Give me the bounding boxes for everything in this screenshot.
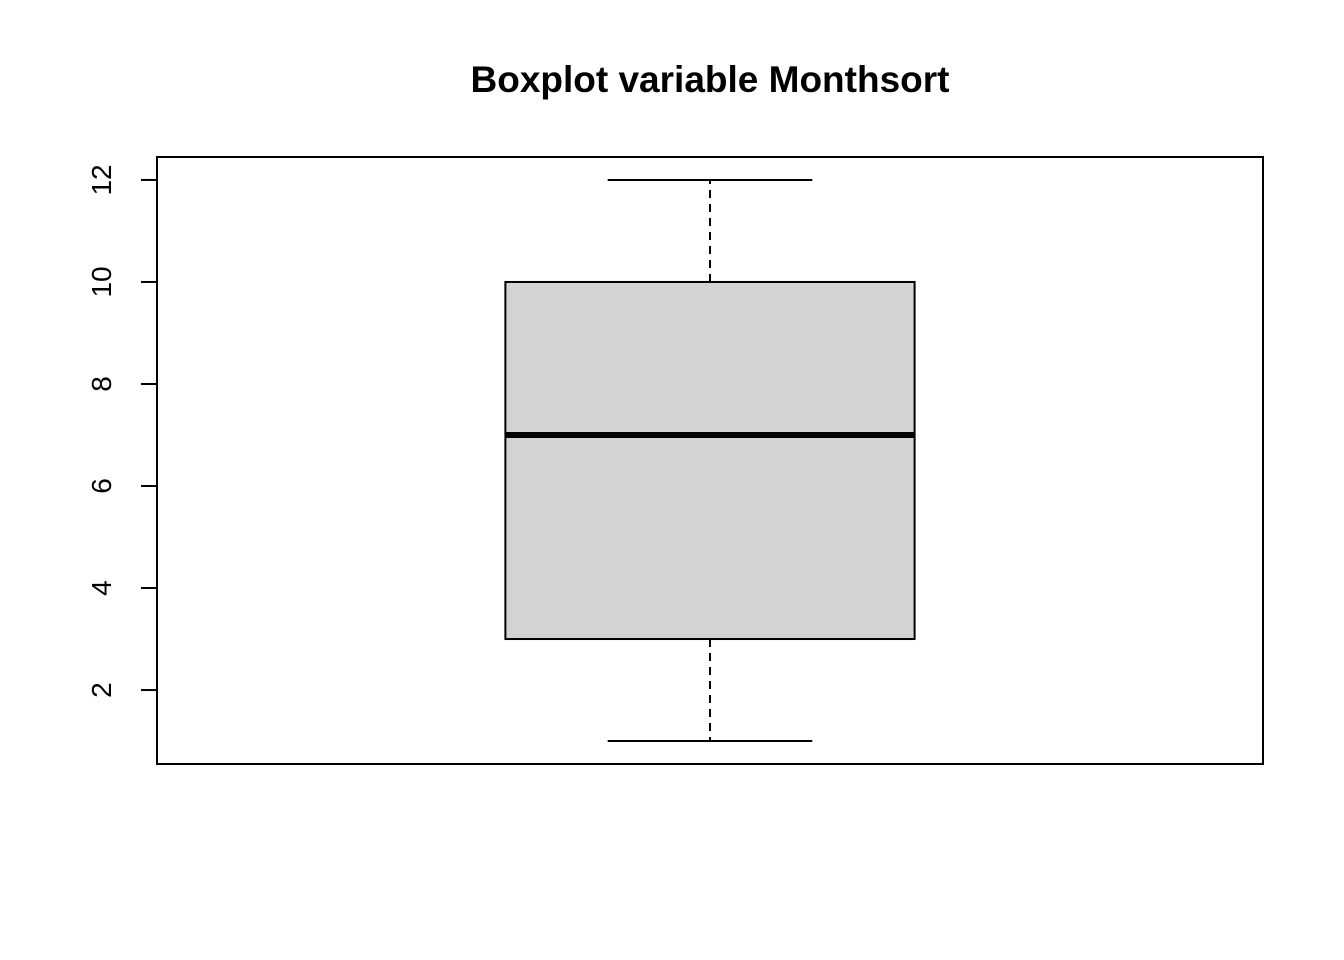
chart-title: Boxplot variable Monthsort: [471, 59, 950, 100]
y-tick-label-8: 8: [86, 376, 117, 392]
iqr-box: [504, 280, 916, 641]
box-group: [504, 178, 916, 743]
y-tick-label-4: 4: [86, 580, 117, 596]
y-tick-label-10: 10: [86, 266, 117, 297]
y-tick-label-6: 6: [86, 478, 117, 494]
y-tick-label-2: 2: [86, 682, 117, 698]
y-tick-label-12: 12: [86, 164, 117, 195]
y-axis: 2 4 6 8 10 12: [86, 164, 158, 698]
